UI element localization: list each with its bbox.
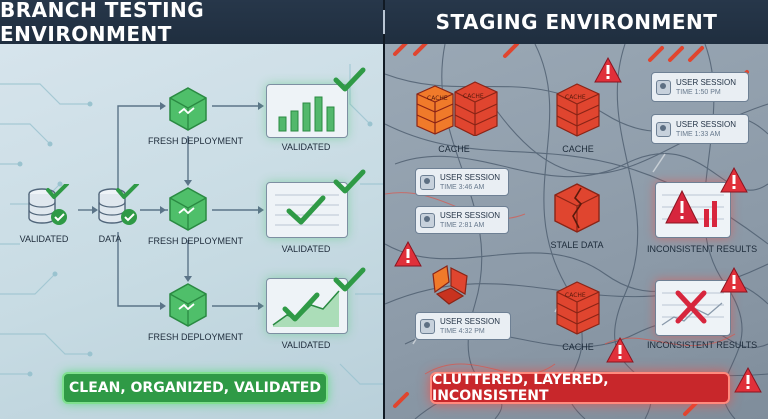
warning-icon	[720, 166, 748, 193]
user-session-title: USER SESSION	[676, 119, 737, 129]
user-session-time: TIME 4:32 PM	[440, 327, 485, 335]
user-session-time: TIME 1:33 AM	[676, 130, 721, 138]
broken-cube-icon	[432, 265, 468, 305]
validated-bar-chart-card	[266, 84, 348, 138]
validated-result-label-1: VALIDATED	[281, 142, 331, 152]
branch-header: BRANCH TESTING ENVIRONMENT	[0, 0, 383, 46]
check-icon	[333, 267, 366, 292]
inconsistent-cross-card	[655, 280, 731, 336]
divider-tick	[383, 10, 385, 34]
user-session-title: USER SESSION	[440, 210, 501, 220]
check-icon	[333, 67, 366, 92]
cache-label-2: CACHE	[562, 144, 594, 154]
user-session-time: TIME 2:81 AM	[440, 221, 485, 229]
check-icon	[333, 169, 366, 194]
user-session-title: USER SESSION	[676, 77, 737, 87]
warning-icon	[394, 240, 422, 267]
cache-stack-icon: CACHE	[556, 83, 600, 137]
stale-data-label: STALE DATA	[550, 240, 604, 250]
validated-result-label-2: VALIDATED	[281, 244, 331, 254]
staging-panel: CACHE CACHE CACHE CACHE CACHE CACHE CACH…	[385, 44, 768, 419]
cache-box-text: CACHE	[427, 95, 448, 102]
validated-line-chart-card	[266, 278, 348, 334]
user-session-time: TIME 3:46 AM	[440, 183, 485, 191]
user-avatar-icon	[420, 174, 435, 190]
deployment-cube-icon	[169, 283, 207, 327]
cache-box-text: CACHE	[565, 94, 586, 101]
warning-icon	[606, 336, 634, 363]
data-database-icon	[98, 184, 139, 225]
user-avatar-icon	[656, 79, 671, 95]
branch-panel: VALIDATED DATA FRESH DEPLOYMENT FRESH DE…	[0, 44, 383, 419]
document-check-icon	[275, 194, 339, 226]
warning-icon	[734, 366, 762, 393]
cache-box-text: CACHE	[463, 93, 484, 100]
validated-database-icon	[28, 184, 69, 225]
cross-chart-icon	[661, 290, 724, 326]
user-avatar-icon	[656, 121, 671, 137]
validated-result-label-3: VALIDATED	[281, 340, 331, 350]
user-session-time: TIME 1:50 PM	[676, 88, 721, 96]
inconsistent-results-label-2: INCONSISTENT RESULTS	[647, 340, 758, 350]
warning-icon	[720, 266, 748, 293]
data-database-label: DATA	[98, 234, 122, 244]
fresh-deployment-label-1: FRESH DEPLOYMENT	[148, 136, 244, 146]
line-chart-icon	[272, 290, 340, 327]
user-session-title: USER SESSION	[440, 172, 501, 182]
cache-stack-icon: CACHE	[556, 281, 600, 335]
fresh-deployment-label-2: FRESH DEPLOYMENT	[148, 236, 244, 246]
warning-icon	[594, 56, 622, 83]
warning-chart-icon	[662, 189, 724, 227]
inconsistent-results-label-1: INCONSISTENT RESULTS	[647, 244, 758, 254]
branch-circuit-background	[0, 64, 383, 385]
user-avatar-icon	[420, 318, 435, 334]
user-session-title: USER SESSION	[440, 316, 501, 326]
cache-label-3: CACHE	[562, 342, 594, 352]
deployment-cube-icon	[169, 87, 207, 131]
deployment-cube-icon	[169, 187, 207, 231]
staging-summary-banner: CLUTTERED, LAYERED, INCONSISTENT	[430, 372, 730, 404]
stale-data-cube-icon	[554, 183, 600, 233]
bar-chart-icon	[278, 96, 335, 132]
inconsistent-warning-card	[655, 182, 731, 238]
panel-divider	[383, 0, 385, 419]
staging-header: STAGING ENVIRONMENT	[385, 0, 768, 44]
fresh-deployment-label-3: FRESH DEPLOYMENT	[148, 332, 244, 342]
cache-stack-icon: CACHE CACHE	[416, 81, 498, 136]
user-avatar-icon	[420, 212, 435, 228]
validated-database-label: VALIDATED	[19, 234, 69, 244]
cache-box-text: CACHE	[565, 292, 586, 299]
validated-document-card	[266, 182, 348, 238]
branch-summary-banner: CLEAN, ORGANIZED, VALIDATED	[62, 372, 328, 404]
cache-label-1: CACHE	[438, 144, 470, 154]
